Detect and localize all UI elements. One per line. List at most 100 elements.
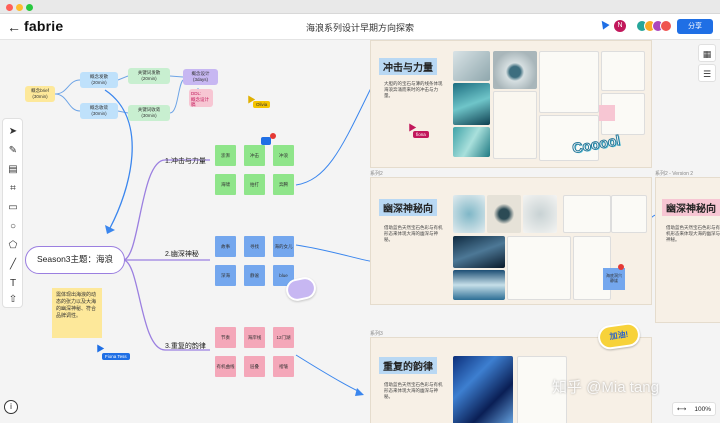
keyword-sticky[interactable]: 冲击 [244,145,265,166]
polygon-tool-icon[interactable]: ⬠ [8,240,18,251]
ring-image[interactable] [487,195,521,233]
list-panel-icon[interactable]: ☰ [698,64,716,82]
wave-art-image[interactable] [453,356,513,423]
circle-tool-icon[interactable]: ○ [9,221,17,232]
ring-image[interactable] [453,51,490,81]
ring-sketch-image[interactable] [611,195,647,233]
app-header: ← fabrie 海浪系列设计早期方向探索 N 分享 [0,14,720,40]
ring-sketch-image[interactable] [539,51,599,113]
user-avatar[interactable]: N [614,20,626,32]
comment-count-badge [270,133,276,139]
line-tool-icon[interactable]: ╱ [9,259,17,270]
ring-sketch-image[interactable] [517,356,567,423]
pen-tool-icon[interactable]: ✎ [8,145,18,156]
back-arrow-icon[interactable]: ← [7,19,21,35]
keyword-converge-node[interactable]: 关键词收敛 (30min) [128,105,170,121]
mindmap-center-node[interactable]: Season3主题：海浪 [25,246,125,274]
keyword-sticky[interactable]: 12门湖 [273,327,294,348]
share-button[interactable]: 分享 [677,19,713,34]
concept-converge-node[interactable]: 概念收敛 (30min) [80,103,118,119]
fiona-tess-cursor-tag: Fiona Tess [102,353,130,360]
keyword-sticky[interactable]: 有机曲线 [215,356,236,377]
frame-heading: 幽深神秘向 [662,199,720,216]
upload-tool-icon[interactable]: ⇧ [8,294,18,305]
close-window-button[interactable] [6,4,13,11]
sticky-tool-icon[interactable]: ▭ [8,202,18,213]
wave-image[interactable] [453,83,490,125]
info-icon[interactable]: i [4,400,18,414]
ring-sketch-image[interactable] [493,91,537,159]
app-logo: fabrie [24,18,64,34]
text-tool-icon[interactable]: T [9,278,17,289]
frame-description: 借助蓝色天然宝石色彩与有机形态来体现大海的幽深与神秘。 [666,225,720,242]
ddl-sticky-note[interactable]: DDL: 概念设计稿 [189,89,213,107]
branch-repeating-rhythm[interactable]: 3.重复的韵律 [165,343,206,350]
keyword-sticky[interactable]: 褶皱 [273,356,294,377]
ocean-image[interactable] [453,236,505,268]
minimize-window-button[interactable] [16,4,23,11]
pink-sticky-note[interactable] [599,105,615,121]
frame-label: 系列2 - Version 2 [655,171,694,177]
keyword-sticky[interactable]: 奔腾 [273,174,294,195]
concept-diverge-node[interactable]: 概念发散 (20min) [80,72,118,88]
crop-tool-icon[interactable]: ⌗ [10,183,16,194]
collaborator-avatar[interactable] [660,20,672,32]
comment-icon[interactable] [261,137,271,145]
keyword-sticky[interactable]: 冲浪 [273,145,294,166]
frame-label: 系列3 [370,331,383,337]
fit-width-icon[interactable]: ⟷ [677,406,687,413]
keyword-sticky[interactable]: 海岸线 [244,327,265,348]
wave-image[interactable] [453,127,490,157]
keyword-sticky[interactable]: 深海 [215,265,236,286]
keyword-sticky[interactable]: 层叠 [244,356,265,377]
keyword-sticky[interactable]: 故事 [215,236,236,257]
frame-description: 大胆的的宝石与薄的线条体现海浪奔涌而来时的冲击与力量。 [384,81,443,98]
ring-sketch-image[interactable] [563,195,611,233]
zoom-control[interactable]: ⟷ 100% [672,402,716,416]
ring-sketch-image[interactable] [507,236,571,300]
frame-repeating-rhythm[interactable]: 重复的韵律 借助蓝色天然宝石色彩与有机形态来体现大海的幽深与神秘。 [370,337,652,423]
maximize-window-button[interactable] [26,4,33,11]
frame-impact-power[interactable]: 冲击与力量 大胆的的宝石与薄的线条体现海浪奔涌而来时的冲击与力量。 fiona [370,40,652,168]
ring-image[interactable] [453,195,485,233]
frame-label: 系列2 [370,171,383,177]
keyword-sticky[interactable]: 静谧 [244,265,265,286]
keyword-sticky[interactable]: 澎湃 [215,145,236,166]
brief-root-node[interactable]: 概念brief (30min) [25,86,55,102]
ring-image[interactable] [493,51,537,89]
keyword-sticky[interactable]: 节奏 [215,327,236,348]
ring-sketch-image[interactable] [539,115,599,161]
theme-note-sticky[interactable]: 需体现出海浪的动态的张力以及大海的幽深神秘、符合品牌调性。 [52,288,102,338]
ocean-image[interactable] [453,270,505,300]
whiteboard-canvas[interactable]: 概念brief (30min) 概念发散 (20min) 概念收敛 (30min… [0,40,720,423]
concept-design-node[interactable]: 概念设计 (3days) [183,69,218,85]
frame-heading: 冲击与力量 [379,58,437,75]
frame-heading: 重复的韵律 [379,357,437,374]
connector-lines [54,75,661,396]
olivia-cursor-tag: Olivia [253,101,271,108]
ring-image[interactable] [523,195,557,233]
window-titlebar [0,0,720,14]
document-title[interactable]: 海浪系列设计早期方向探索 [305,23,414,33]
frame-heading: 幽深神秘向 [379,199,437,216]
layout-panel-icon[interactable]: ▦ [698,44,716,62]
ring-sketch-image[interactable] [601,51,645,91]
keyword-sticky[interactable]: 拍打 [244,174,265,195]
branch-impact-power[interactable]: 1.冲击与力量 [165,158,206,165]
left-toolbar: ➤ ✎ ▤ ⌗ ▭ ○ ⬠ ╱ T ⇧ [2,118,23,308]
keyword-sticky[interactable]: 海啸 [215,174,236,195]
aside-sticky-note[interactable]: 海底洞穴 静谧 [603,268,625,290]
pointer-tool-icon[interactable]: ➤ [8,126,18,137]
keyword-sticky[interactable]: 寻找 [244,236,265,257]
frame-deep-mystery-v2[interactable]: 幽深神秘向 借助蓝色天然宝石色彩与有机形态来体现大海的幽深与神秘。 [655,177,720,323]
frame-tool-icon[interactable]: ▤ [8,164,18,175]
frame-description: 借助蓝色天然宝石色彩与有机形态来体现大海的幽深与神秘。 [384,382,443,399]
keyword-diverge-node[interactable]: 关键词发散 (20min) [128,68,170,84]
zoom-level: 100% [694,406,711,413]
comment-count-badge [618,264,624,270]
branch-deep-mystery[interactable]: 2.幽深神秘 [165,251,199,258]
keyword-sticky[interactable]: 海的女儿 [273,236,294,257]
frame-description: 借助蓝色天然宝石色彩与有机形态来体现大海的幽深与神秘。 [384,225,443,242]
watermark: 知乎 @Mia tang [552,379,659,396]
collaborator-avatars[interactable] [636,20,672,32]
